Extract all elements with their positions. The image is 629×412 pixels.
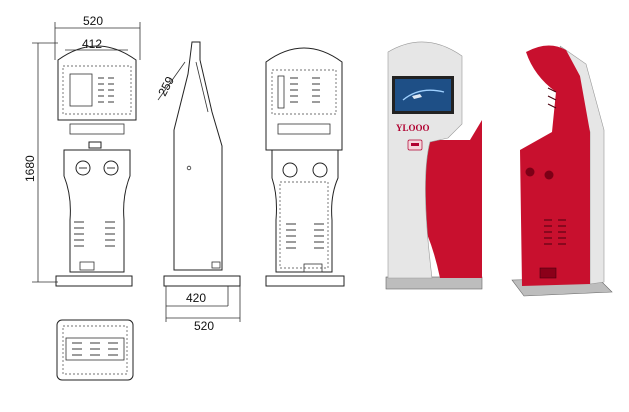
width-inner-label: 412: [82, 37, 102, 51]
screen-angle-dimension-line: [157, 61, 186, 101]
front-body-vents: [74, 221, 115, 247]
top-view: [56, 319, 134, 381]
render-front-screen: [395, 79, 451, 111]
back-speaker-left-icon: [282, 162, 298, 178]
front-head-outline: [57, 45, 137, 121]
render-brand-logo: YLOOO: [396, 123, 430, 133]
height-label: 1680: [23, 155, 37, 182]
svg-text:YLOOO: YLOOO: [396, 123, 430, 133]
front-base: [55, 275, 133, 287]
front-printer-slot: [69, 123, 125, 135]
kiosk-render-back: [511, 45, 613, 297]
front-view: 520 412 1680: [23, 14, 141, 287]
side-base-total-label: 520: [194, 319, 214, 333]
front-body-outline: [63, 149, 131, 273]
render-back-red-body: [520, 45, 590, 286]
front-speaker-left-icon: [75, 160, 91, 176]
front-head-vents: [98, 77, 114, 103]
side-base: [163, 275, 241, 287]
back-head-outline: [265, 47, 343, 151]
top-view-outline: [56, 319, 134, 381]
top-view-vents: [72, 342, 118, 356]
back-speaker-right-icon: [312, 162, 328, 178]
render-back-vents: [544, 87, 566, 245]
back-base: [265, 275, 345, 287]
back-body-outline: [271, 149, 339, 273]
render-front-base: [385, 276, 483, 290]
front-speaker-right-icon: [103, 160, 119, 176]
side-body-outline: [173, 41, 223, 271]
side-base-inner-label: 420: [186, 291, 206, 305]
side-view: 259 420 520: [155, 41, 241, 333]
kiosk-render-front: YLOOO: [385, 41, 483, 290]
back-head-vents: [290, 77, 320, 103]
back-body-vents: [286, 223, 324, 249]
back-view: [265, 47, 345, 287]
width-top-label: 520: [83, 14, 103, 28]
